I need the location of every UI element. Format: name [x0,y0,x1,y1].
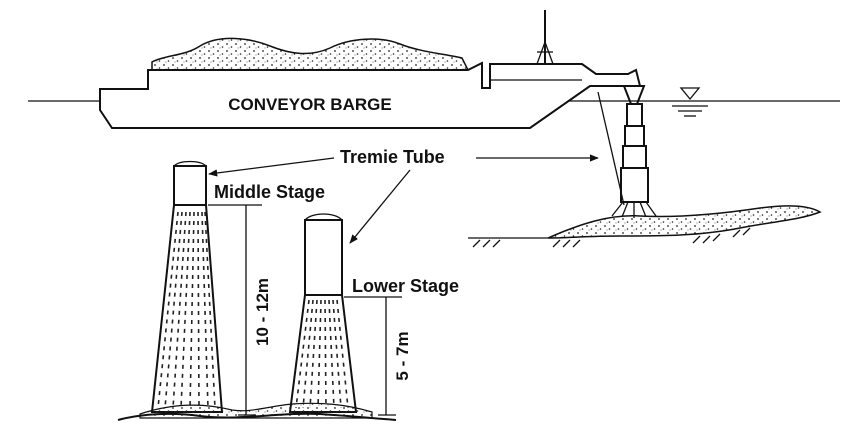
tremie-tube-label: Tremie Tube [340,147,445,167]
sand-cargo [151,37,470,71]
lower-stage-height: 5 - 7m [393,331,412,380]
water-level-symbol [672,87,708,117]
middle-stage-label: Middle Stage [214,182,325,202]
seabed-right [468,205,822,248]
tremie-tube-lower [304,219,343,296]
barge-label: CONVEYOR BARGE [228,95,391,114]
middle-stage-column [150,160,224,413]
tremie-tube-middle [173,165,207,206]
lower-stage-dimension [344,296,402,416]
lower-stage-mound [288,294,358,413]
barge-hull [99,61,642,129]
lower-stage-label: Lower Stage [352,276,459,296]
middle-stage-mound [150,204,224,413]
tremie-tube-installed [597,85,657,218]
lower-stage-column [288,213,358,413]
conveyor-barge [99,10,642,129]
tremie-tube-arrows [208,154,599,244]
middle-stage-height: 10 - 12m [253,278,272,346]
seabed-left [117,402,397,421]
deposited-sand-layer [547,205,822,239]
